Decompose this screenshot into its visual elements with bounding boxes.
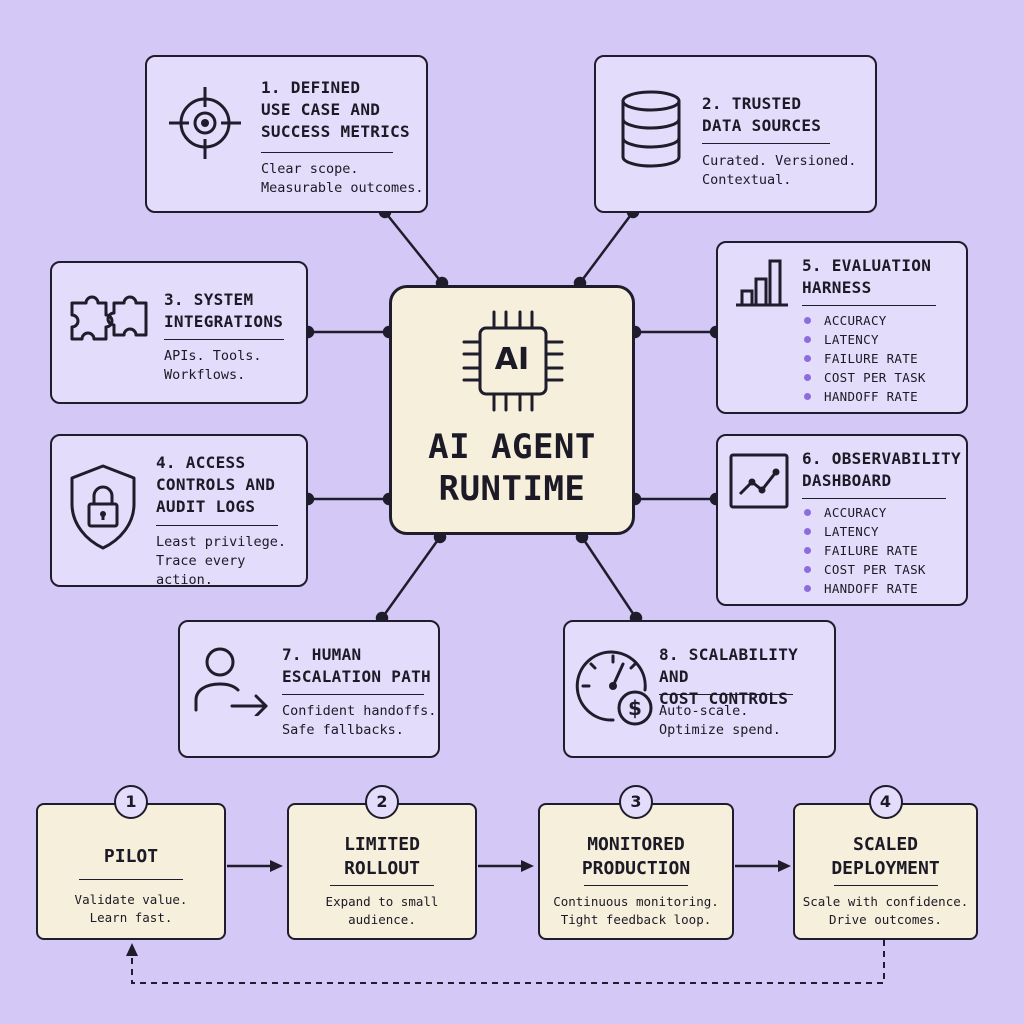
card-title: 5. EVALUATION HARNESS <box>802 256 932 297</box>
connector-use-case <box>384 211 443 284</box>
chip-icon <box>462 310 564 412</box>
card-title: 2. TRUSTED DATA SOURCES <box>702 94 822 135</box>
connector-scalability <box>580 536 638 619</box>
stage-pilot: 1 PILOT Validate value. Learn fast. <box>36 785 226 940</box>
list-item: HANDOFF RATE <box>804 387 926 406</box>
stage-description: Scale with confidence. Drive outcomes. <box>802 894 969 927</box>
shield-lock-icon <box>70 464 136 550</box>
stage-scaled-deployment: 4 SCALED DEPLOYMENT Scale with confidenc… <box>793 785 978 940</box>
feedback-loop-arrow <box>131 940 885 984</box>
list-item: COST PER TASK <box>804 560 926 579</box>
title-divider <box>282 694 424 695</box>
stage-description: Validate value. Learn fast. <box>74 892 188 925</box>
list-item: HANDOFF RATE <box>804 579 926 598</box>
card-title: 8. SCALABILITY AND COST CONTROLS <box>659 645 799 708</box>
person-arrow-icon <box>194 647 268 716</box>
list-item: FAILURE RATE <box>804 349 926 368</box>
title-divider <box>261 152 393 153</box>
card-description: Clear scope. Measurable outcomes. <box>261 161 424 196</box>
card-title: 4. ACCESS CONTROLS AND AUDIT LOGS <box>156 453 276 516</box>
title-divider <box>802 498 946 499</box>
card-title: 6. OBSERVABILITY DASHBOARD <box>802 449 961 490</box>
stage-number: 2 <box>365 785 399 819</box>
card-evaluation-harness: 5. EVALUATION HARNESS ACCURACY LATENCY F… <box>716 241 968 414</box>
title-divider <box>702 143 830 144</box>
card-title: 3. SYSTEM INTEGRATIONS <box>164 290 284 331</box>
chip-label: AI <box>494 342 530 377</box>
card-description: APIs. Tools. Workflows. <box>164 348 262 383</box>
list-item: FAILURE RATE <box>804 541 926 560</box>
card-access-controls: 4. ACCESS CONTROLS AND AUDIT LOGS Least … <box>50 434 308 588</box>
bar-chart-icon <box>736 259 788 307</box>
stage-divider <box>584 885 688 886</box>
card-use-case: 1. DEFINED USE CASE AND SUCCESS METRICS … <box>145 55 428 213</box>
database-icon <box>621 90 681 168</box>
stage-title: SCALED DEPLOYMENT <box>831 834 940 879</box>
list-item: ACCURACY <box>804 311 926 330</box>
stage-number: 1 <box>114 785 148 819</box>
line-chart-icon <box>729 453 789 509</box>
stage-number: 4 <box>868 785 903 819</box>
card-description: Confident handoffs. Safe fallbacks. <box>282 703 437 738</box>
title-divider <box>164 339 284 340</box>
card-description: Auto-scale. Optimize spend. <box>659 703 781 738</box>
metrics-list: ACCURACY LATENCY FAILURE RATE COST PER T… <box>804 311 926 406</box>
title-divider <box>156 525 278 526</box>
stage-limited-rollout: 2 LIMITED ROLLOUT Expand to small audien… <box>287 785 477 940</box>
list-item: LATENCY <box>804 330 926 349</box>
card-title: 7. HUMAN ESCALATION PATH <box>282 645 431 686</box>
card-scalability-cost: $ 8. SCALABILITY AND COST CONTROLS Auto-… <box>563 620 836 758</box>
stage-title: LIMITED ROLLOUT <box>344 834 420 879</box>
card-title: 1. DEFINED USE CASE AND SUCCESS METRICS <box>261 78 410 141</box>
ai-agent-runtime-hub: AI AI AGENT RUNTIME <box>389 285 635 535</box>
stage-description: Expand to small audience. <box>325 894 439 927</box>
list-item: COST PER TASK <box>804 368 926 387</box>
card-observability-dashboard: 6. OBSERVABILITY DASHBOARD ACCURACY LATE… <box>716 434 968 606</box>
connector-escalation <box>380 536 442 619</box>
connector-data-sources <box>578 211 635 284</box>
stage-monitored-production: 3 MONITORED PRODUCTION Continuous monito… <box>538 785 734 940</box>
list-item: LATENCY <box>804 522 926 541</box>
gauge-dollar-icon: $ <box>575 650 653 726</box>
puzzle-icon <box>70 295 148 341</box>
hub-title: AI AGENT RUNTIME <box>428 427 596 509</box>
list-item: ACCURACY <box>804 503 926 522</box>
card-description: Curated. Versioned. Contextual. <box>702 153 857 188</box>
stage-title: PILOT <box>103 846 159 867</box>
card-description: Least privilege. Trace every action. <box>156 534 287 588</box>
stage-number: 3 <box>619 785 653 819</box>
feedback-arrowhead <box>126 943 138 956</box>
metrics-list: ACCURACY LATENCY FAILURE RATE COST PER T… <box>804 503 926 598</box>
stage-description: Continuous monitoring. Tight feedback lo… <box>553 894 719 927</box>
target-icon <box>169 87 241 159</box>
card-human-escalation: 7. HUMAN ESCALATION PATH Confident hando… <box>178 620 440 758</box>
svg-text:$: $ <box>628 696 642 720</box>
stage-divider <box>79 879 183 880</box>
card-data-sources: 2. TRUSTED DATA SOURCES Curated. Version… <box>594 55 877 213</box>
stage-divider <box>833 885 938 886</box>
title-divider <box>659 694 793 695</box>
title-divider <box>802 305 936 306</box>
card-integrations: 3. SYSTEM INTEGRATIONS APIs. Tools. Work… <box>50 261 308 404</box>
stage-title: MONITORED PRODUCTION <box>581 834 691 879</box>
stage-divider <box>330 885 434 886</box>
